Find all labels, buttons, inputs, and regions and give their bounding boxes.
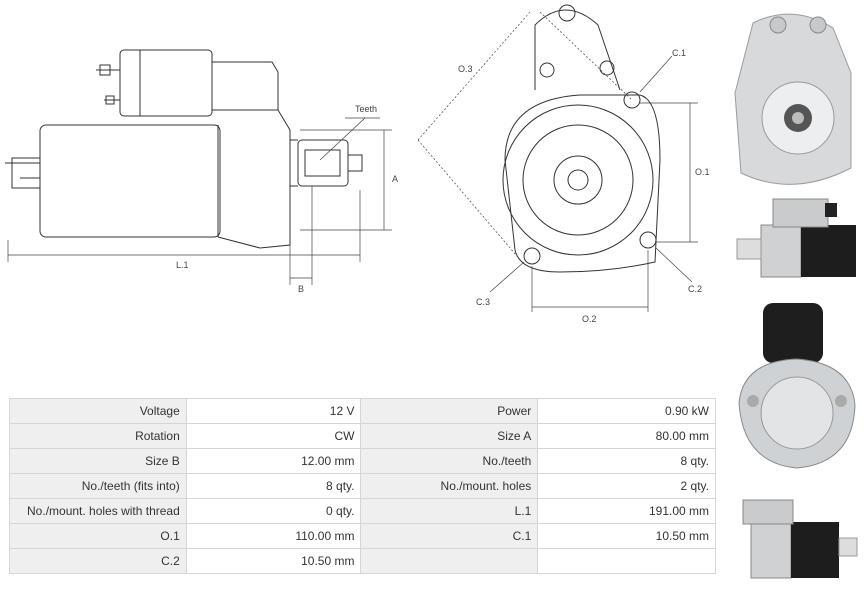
spec-table: Voltage 12 V Power 0.90 kW Rotation CW S… [9,398,716,574]
spec-key: C.1 [360,523,539,549]
spec-key: No./mount. holes [360,473,539,499]
spec-key: No./mount. holes with thread [9,498,187,524]
front-view-drawing: O.3 C.1 O.1 C.2 C.3 O.2 [417,4,710,324]
table-row: No./mount. holes with thread 0 qty. L.1 … [9,498,716,524]
product-photo-side [736,198,856,278]
spec-key: Power [360,398,539,424]
dimension-c1-label: C.1 [672,48,686,58]
product-photo-rear [738,303,856,469]
spec-value: 8 qty. [537,448,716,474]
dimension-c3-label: C.3 [476,297,490,307]
spec-value: CW [185,423,362,449]
spec-key: L.1 [360,498,539,524]
dimension-c2-label: C.2 [688,284,702,294]
teeth-label: Teeth [355,104,377,114]
table-row: No./teeth (fits into) 8 qty. No./mount. … [9,473,716,499]
product-photo-front [734,13,852,185]
table-row: O.1 110.00 mm C.1 10.50 mm [9,523,716,549]
spec-value: 12 V [185,398,362,424]
spec-value: 8 qty. [185,473,362,499]
spec-value: 12.00 mm [185,448,362,474]
dimension-o3-label: O.3 [458,64,473,74]
dimension-a-label: A [392,174,398,184]
spec-key: O.1 [9,523,187,549]
spec-value: 191.00 mm [537,498,716,524]
table-row: C.2 10.50 mm [9,548,716,574]
side-view-drawing: Teeth A L.1 B [5,49,398,294]
spec-value: 80.00 mm [537,423,716,449]
spec-key [360,548,539,574]
dimension-b-label: B [298,284,304,294]
spec-key: Voltage [9,398,187,424]
spec-key: C.2 [9,548,187,574]
spec-value [537,548,716,574]
spec-key: No./teeth [360,448,539,474]
table-row: Size B 12.00 mm No./teeth 8 qty. [9,448,716,474]
spec-value: 0 qty. [185,498,362,524]
spec-key: No./teeth (fits into) [9,473,187,499]
spec-value: 10.50 mm [537,523,716,549]
dimension-l1-label: L.1 [176,260,189,270]
spec-value: 2 qty. [537,473,716,499]
table-row: Voltage 12 V Power 0.90 kW [9,398,716,424]
dimension-o2-label: O.2 [582,314,597,324]
spec-value: 110.00 mm [185,523,362,549]
spec-key: Size B [9,448,187,474]
spec-key: Size A [360,423,539,449]
dimension-o1-label: O.1 [695,167,710,177]
spec-value: 0.90 kW [537,398,716,424]
product-photo-angle [742,499,858,579]
spec-value: 10.50 mm [185,548,362,574]
table-row: Rotation CW Size A 80.00 mm [9,423,716,449]
spec-key: Rotation [9,423,187,449]
